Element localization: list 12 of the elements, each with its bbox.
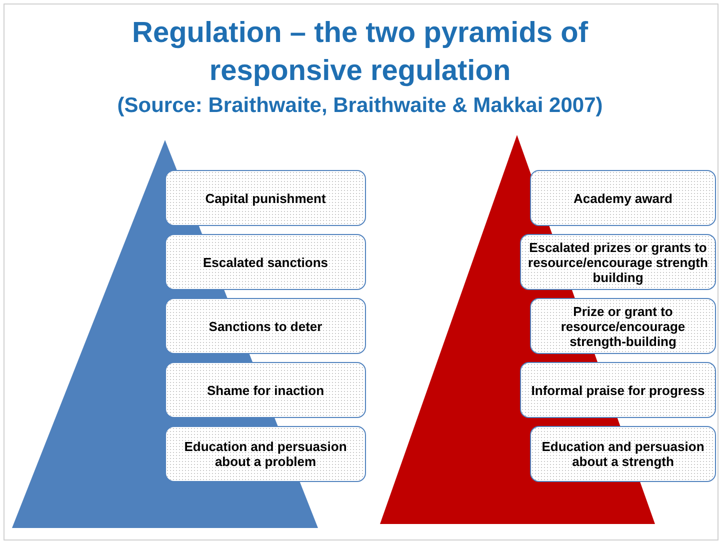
source-note: (Source: Braithwaite, Braithwaite & Makkai 2007)	[116, 94, 604, 118]
level-box: Prize or grant to resource/encourage strength-building	[530, 298, 716, 354]
level-box: Sanctions to deter	[165, 298, 366, 354]
level-box: Capital punishment	[165, 170, 366, 226]
level-box: Shame for inaction	[165, 362, 366, 418]
level-box: Escalated prizes or grants to resource/encourage strength building	[520, 234, 716, 290]
slide-title: Regulation – the two pyramids of responsive regulation	[131, 16, 590, 89]
level-box: Academy award	[530, 170, 716, 226]
level-box: Informal praise for progress	[520, 362, 716, 418]
level-box: Escalated sanctions	[165, 234, 366, 290]
level-box: Education and persuasion about a strength	[530, 426, 716, 482]
level-box: Education and persuasion about a problem	[165, 426, 366, 482]
